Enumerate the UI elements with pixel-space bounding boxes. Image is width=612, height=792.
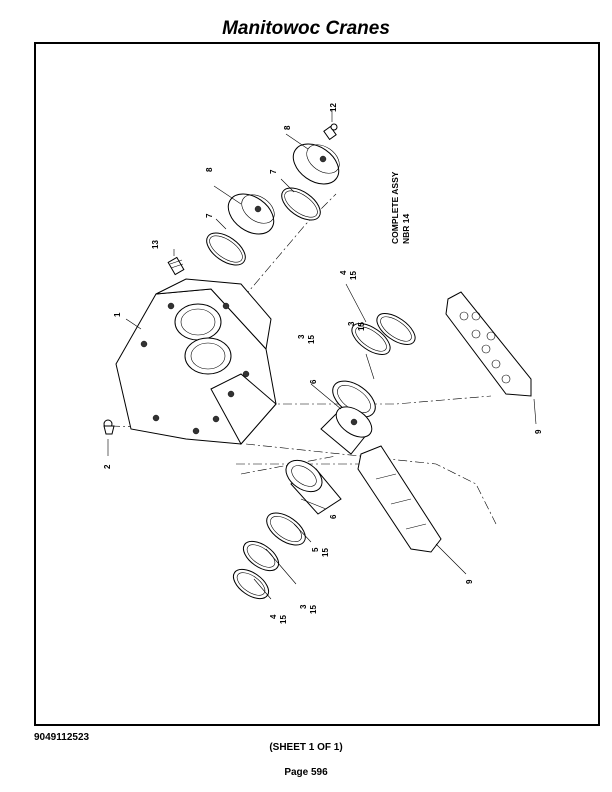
callout-8-upper-1: 8: [205, 167, 214, 172]
callout-9-lower: 9: [465, 579, 474, 584]
callout-5: 5: [311, 547, 320, 552]
callout-4-upper: 4: [339, 270, 348, 275]
callout-5-qty: 15: [321, 548, 330, 557]
callout-3-upper: 3: [347, 321, 356, 326]
piston-upper-1: [227, 193, 275, 235]
callout-7-upper-1: 7: [205, 213, 214, 218]
page-header-title: Manitowoc Cranes: [222, 18, 390, 39]
fitting: [103, 419, 115, 435]
callout-3-lower-qty: 15: [309, 605, 318, 614]
seal-ring-mid-1: [351, 322, 391, 356]
brake-pad-lower: [357, 445, 442, 553]
assembly-note-line-1: COMPLETE ASSY: [390, 171, 400, 244]
callout-3-mid: 3: [297, 334, 306, 339]
callout-6-upper: 6: [309, 379, 318, 384]
centerline-upper: [220, 193, 337, 325]
callout-6-lower: 6: [329, 514, 338, 519]
exploded-parts-diagram: 1 2 13 7 8 7 8 12 4 15 3 15 3 15 6 COMPL…: [103, 103, 543, 624]
centerline-pad-lower: [245, 443, 497, 525]
callout-1: 1: [113, 312, 122, 317]
assembly-note-line-2: NBR 14: [401, 213, 411, 244]
seal-ring-lower-4: [232, 568, 270, 600]
document-number: 9049112523: [34, 732, 90, 743]
piston-lower-2: [285, 459, 342, 515]
caliper-body: [115, 278, 277, 445]
callout-13: 13: [151, 240, 160, 249]
callout-4-lower: 4: [269, 614, 278, 619]
callout-9-upper: 9: [534, 429, 543, 434]
centerline-mid: [266, 395, 492, 405]
plug: [323, 123, 338, 141]
drawing-frame: 1 2 13 7 8 7 8 12 4 15 3 15 3 15 6 COMPL…: [34, 42, 600, 726]
seal-ring-lower-3: [242, 540, 280, 572]
callout-4-upper-qty: 15: [349, 271, 358, 280]
bleed-screw: [167, 256, 185, 276]
callout-8-upper-2: 8: [283, 125, 292, 130]
o-ring-upper-2: [281, 187, 321, 221]
sheet-indicator: (SHEET 1 OF 1): [269, 742, 343, 753]
piston-upper-2: [292, 143, 340, 185]
callout-12: 12: [329, 103, 338, 112]
callout-3-lower: 3: [299, 604, 308, 609]
callout-4-lower-qty: 15: [279, 615, 288, 624]
seal-ring-mid-2: [376, 312, 416, 346]
callout-3-mid-qty: 15: [307, 335, 316, 344]
brake-pad-upper: [445, 291, 532, 397]
o-ring-upper-1: [206, 232, 246, 266]
callout-2: 2: [103, 464, 112, 469]
callout-7-upper-2: 7: [269, 169, 278, 174]
callout-3-upper-qty: 15: [357, 322, 366, 331]
piston-lower-1: [320, 406, 373, 455]
page-number: Page 596: [284, 767, 328, 778]
seal-ring-lower-5: [266, 512, 306, 546]
